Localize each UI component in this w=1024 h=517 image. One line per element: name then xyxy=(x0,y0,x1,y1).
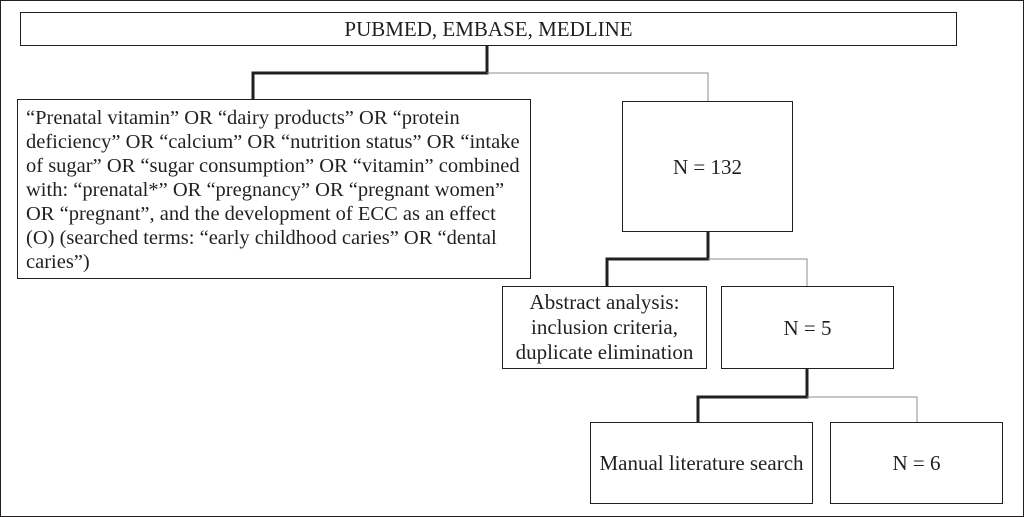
search-query-text: “Prenatal vitamin” OR “dairy products” O… xyxy=(26,107,520,273)
connector-source-to-query xyxy=(251,46,489,99)
result-count-6-label: N = 6 xyxy=(892,451,941,475)
abstract-analysis-box: Abstract analysis: inclusion criteria, d… xyxy=(502,286,707,369)
manual-search-label: Manual literature search xyxy=(599,451,804,475)
abstract-analysis-label: Abstract analysis: inclusion criteria, d… xyxy=(515,290,694,364)
connector-n132-to-abstract xyxy=(605,232,710,286)
result-count-6-box: N = 6 xyxy=(830,422,1003,504)
result-count-132-label: N = 132 xyxy=(672,154,742,179)
connector-n132-to-n5 xyxy=(708,258,808,286)
search-query-box: “Prenatal vitamin” OR “dairy products” O… xyxy=(17,99,531,279)
connector-source-to-n132 xyxy=(487,72,709,101)
source-databases-label: PUBMED, EMBASE, MEDLINE xyxy=(344,17,633,41)
result-count-132-box: N = 132 xyxy=(622,101,793,232)
manual-search-box: Manual literature search xyxy=(590,422,813,504)
connector-n5-to-manual xyxy=(696,369,809,422)
result-count-5-label: N = 5 xyxy=(783,315,832,340)
source-databases-box: PUBMED, EMBASE, MEDLINE xyxy=(20,12,957,46)
connector-n5-to-n6 xyxy=(807,396,918,422)
result-count-5-box: N = 5 xyxy=(721,286,894,369)
